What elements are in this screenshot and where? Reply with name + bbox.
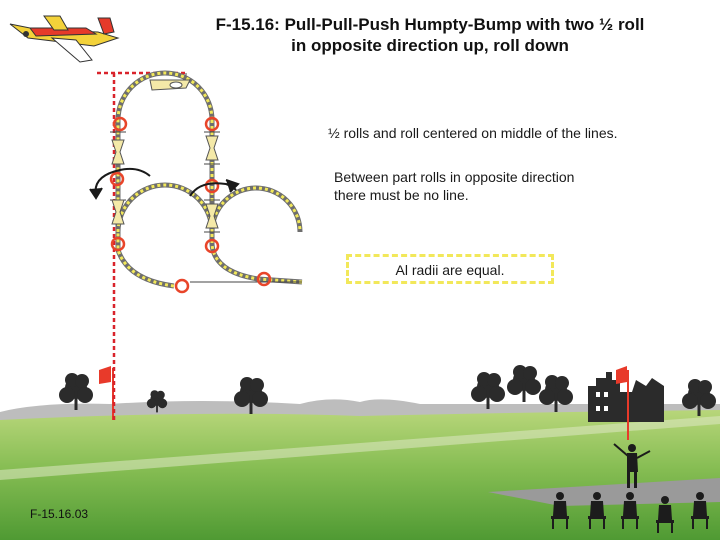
tree-icon [471,372,505,409]
roll-marker [174,278,190,294]
flight-path [110,70,303,289]
roll-symbols [111,79,219,229]
grass-field [0,410,720,540]
note-radii: Al radii are equal. [395,262,505,278]
radii-note-frame [346,254,554,284]
roll-markers [109,116,272,294]
roll-marker [110,236,126,252]
aerobatic-plane-icon [149,79,191,91]
roll-direction-arrows [89,167,240,200]
roll-marker [204,116,220,132]
title-line-2: in opposite direction up, roll down [291,36,569,55]
down-line-path [210,120,303,284]
note-no-line-line-2: there must be no line. [334,187,469,203]
flag-icon [616,366,627,384]
pilot-silhouette-icon [613,443,651,488]
top-loop-path [116,71,214,121]
flag-icon [99,366,111,384]
roll-marker [204,238,220,254]
roll-marker [256,271,272,287]
note-no-line-line-1: Between part rolls in opposite direction [334,169,575,185]
push-loop-path [116,183,214,233]
curved-arrow-icon [94,167,151,197]
roll-marker [112,116,128,132]
maneuver-title: F-15.16: Pull-Pull-Push Humpty-Bump with… [160,14,700,56]
aerobatic-plane-icon [9,15,120,63]
roll-symbol [111,135,219,229]
note-rolls-centered: ½ rolls and roll centered on middle of t… [328,125,618,141]
figure-id: F-15.16.03 [30,507,89,521]
tree-icon [507,365,541,402]
title-line-1: F-15.16: Pull-Pull-Push Humpty-Bump with… [215,15,645,34]
note-no-line: Between part rolls in opposite direction… [334,168,664,204]
roll-marker [109,171,125,187]
roll-marker [204,178,220,194]
field-line [0,416,720,480]
up-line-path [116,120,175,288]
exit-loop-path [210,186,302,233]
landscape-background [0,399,720,540]
castle-ruin-icon [588,372,664,422]
